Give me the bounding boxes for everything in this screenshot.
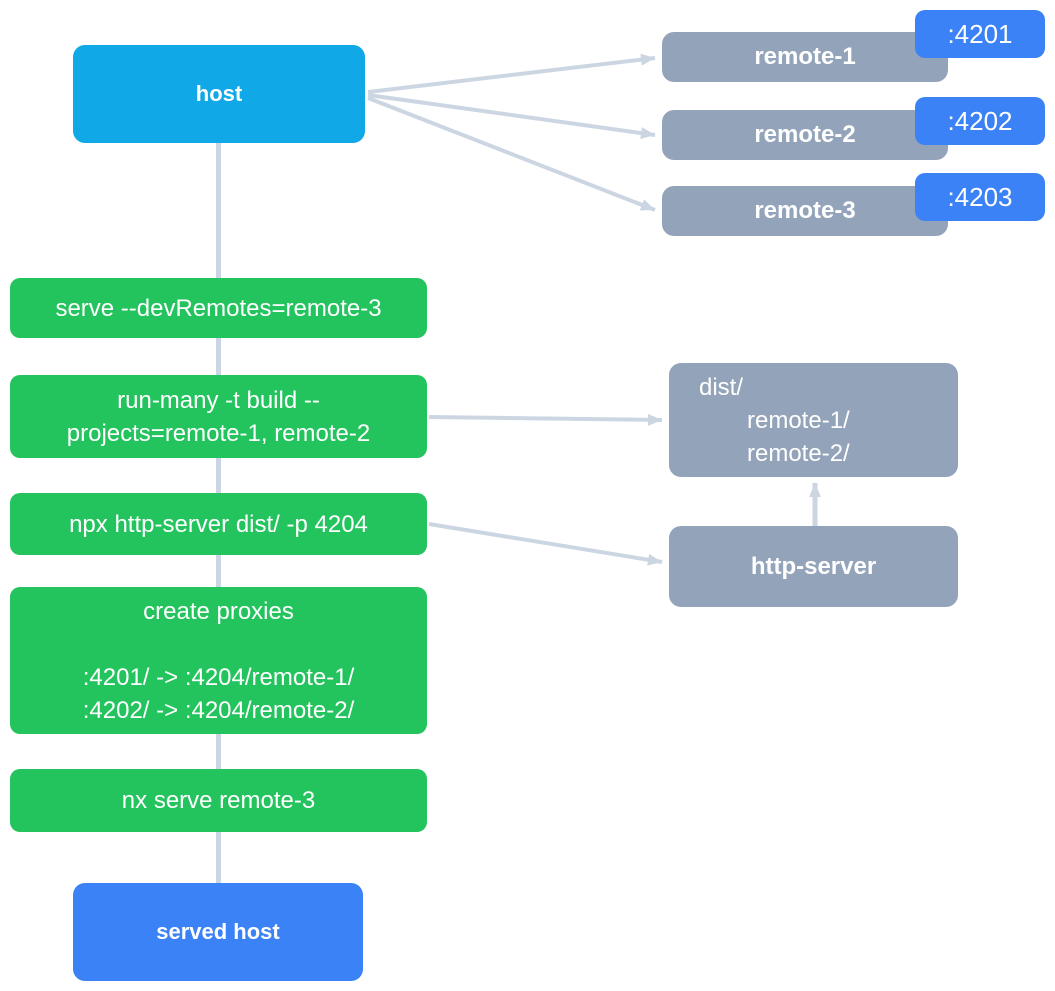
step-run-many-build: run-many -t build -- projects=remote-1, … xyxy=(10,375,427,458)
dist-line: dist/ xyxy=(699,373,744,401)
port-badge-label: :4203 xyxy=(947,181,1013,212)
dist-folder-node: dist/ remote-1/ remote-2/ xyxy=(669,363,958,477)
served-host-label: served host xyxy=(156,919,280,944)
remote-2-label: remote-2 xyxy=(754,121,856,148)
step-line: :4202/ -> :4204/remote-2/ xyxy=(82,696,355,724)
port-badge-label: :4202 xyxy=(947,105,1013,136)
arrow-host-to-remote-1 xyxy=(367,53,656,94)
step-nx-serve-remote-3: nx serve remote-3 xyxy=(10,769,427,832)
step-line: :4201/ -> :4204/remote-1/ xyxy=(82,663,355,691)
port-badge-4201: :4201 xyxy=(915,10,1045,58)
port-badge-4202: :4202 xyxy=(915,97,1045,145)
step-create-proxies: create proxies :4201/ -> :4204/remote-1/… xyxy=(10,587,427,734)
remote-3-node: remote-3 xyxy=(662,186,948,236)
step-serve-dev-remotes: serve --devRemotes=remote-3 xyxy=(10,278,427,338)
step-line: npx http-server dist/ -p 4204 xyxy=(69,510,368,538)
step-line: nx serve remote-3 xyxy=(121,787,316,814)
port-badge-4203: :4203 xyxy=(915,173,1045,221)
http-server-label: http-server xyxy=(750,552,877,580)
port-badge-label: :4201 xyxy=(947,18,1013,49)
dist-line: remote-2/ xyxy=(747,439,850,467)
host-node: host xyxy=(73,45,365,143)
arrow-npx-to-http-server xyxy=(428,522,663,566)
arrow-host-to-remote-3 xyxy=(367,96,656,212)
step-line: serve --devRemotes=remote-3 xyxy=(55,294,382,322)
served-host-node: served host xyxy=(73,883,363,981)
dist-line: remote-1/ xyxy=(747,406,850,434)
host-label: host xyxy=(195,81,243,106)
step-line: create proxies xyxy=(143,597,294,625)
remote-1-label: remote-1 xyxy=(754,43,856,70)
step-npx-http-server: npx http-server dist/ -p 4204 xyxy=(10,493,427,555)
http-server-node: http-server xyxy=(669,526,958,607)
arrow-build-to-dist xyxy=(428,413,663,426)
remote-1-node: remote-1 xyxy=(662,32,948,82)
remote-2-node: remote-2 xyxy=(662,110,948,160)
step-line: projects=remote-1, remote-2 xyxy=(66,419,371,447)
step-line: run-many -t build -- xyxy=(117,386,320,414)
arrow-host-to-remote-2 xyxy=(367,93,656,140)
remote-3-label: remote-3 xyxy=(754,197,856,224)
